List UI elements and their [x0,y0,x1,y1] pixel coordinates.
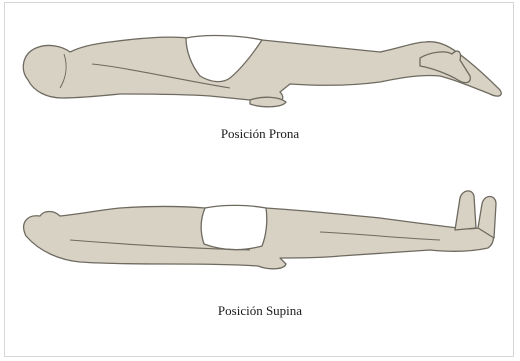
supine-garment [201,205,267,249]
prone-hand [250,97,286,107]
supine-caption: Posición Supina [0,303,520,319]
prone-body [23,37,501,102]
prone-position-illustration [0,18,520,118]
prone-caption: Posición Prona [0,126,520,142]
supine-position-illustration [0,178,520,278]
supine-foot-left [455,191,476,230]
